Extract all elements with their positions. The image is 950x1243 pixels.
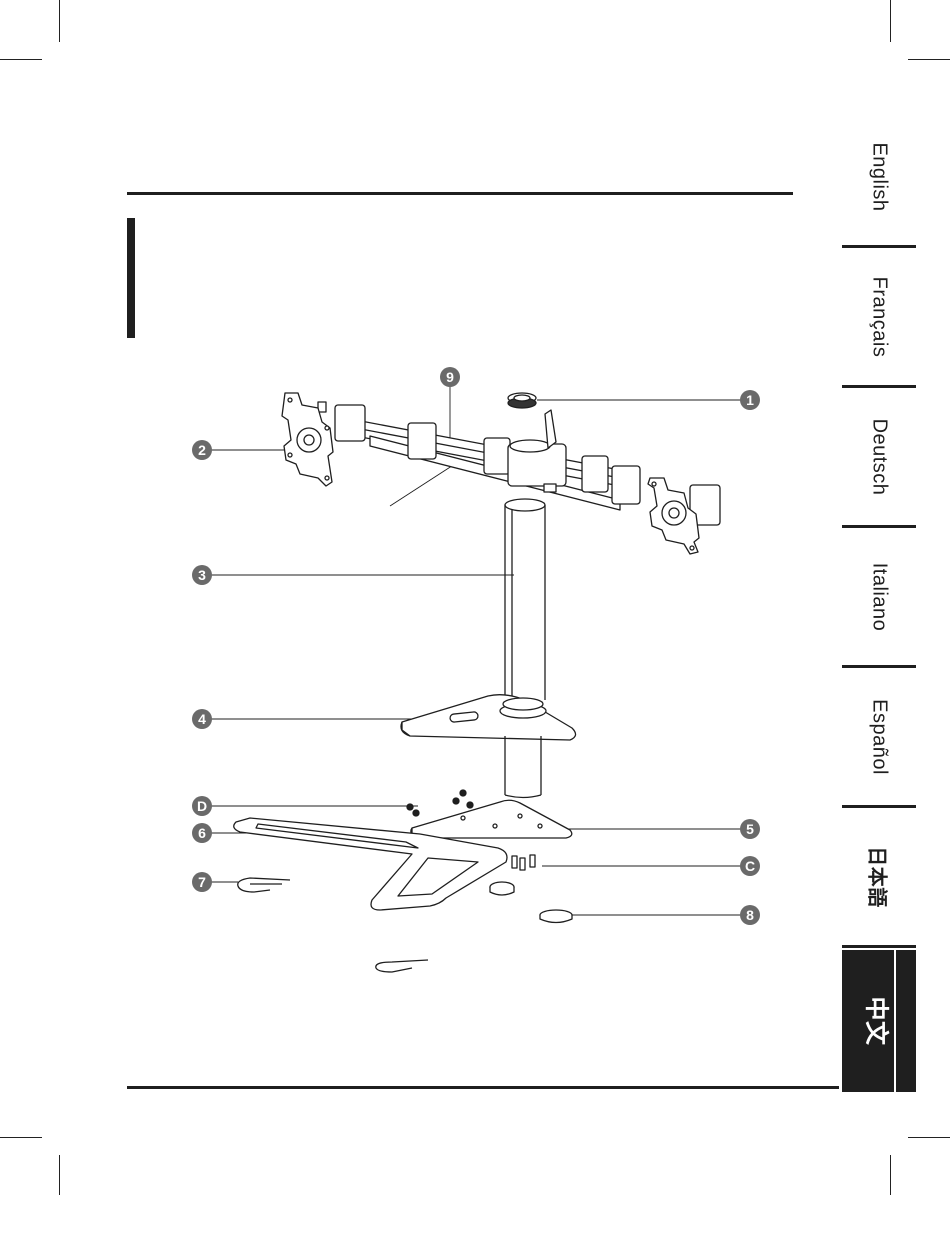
wrench — [238, 878, 290, 892]
callout-4: 4 — [192, 709, 212, 729]
callout-2: 2 — [192, 440, 212, 460]
rubber-pads — [490, 882, 572, 923]
callout-1: 1 — [740, 390, 760, 410]
callout-7: 7 — [192, 872, 212, 892]
pole — [505, 499, 545, 700]
callout-6: 6 — [192, 823, 212, 843]
clamp-knob — [508, 393, 536, 408]
lower-base-plate — [411, 800, 572, 838]
callout-C: C — [740, 856, 760, 876]
callout-D: D — [192, 796, 212, 816]
callout-3: 3 — [192, 565, 212, 585]
callout-9: 9 — [440, 367, 460, 387]
callout-5: 5 — [740, 819, 760, 839]
callout-8: 8 — [740, 905, 760, 925]
upper-base-plate — [401, 695, 576, 798]
screws-c — [512, 855, 535, 870]
wrench-alt — [376, 960, 428, 972]
